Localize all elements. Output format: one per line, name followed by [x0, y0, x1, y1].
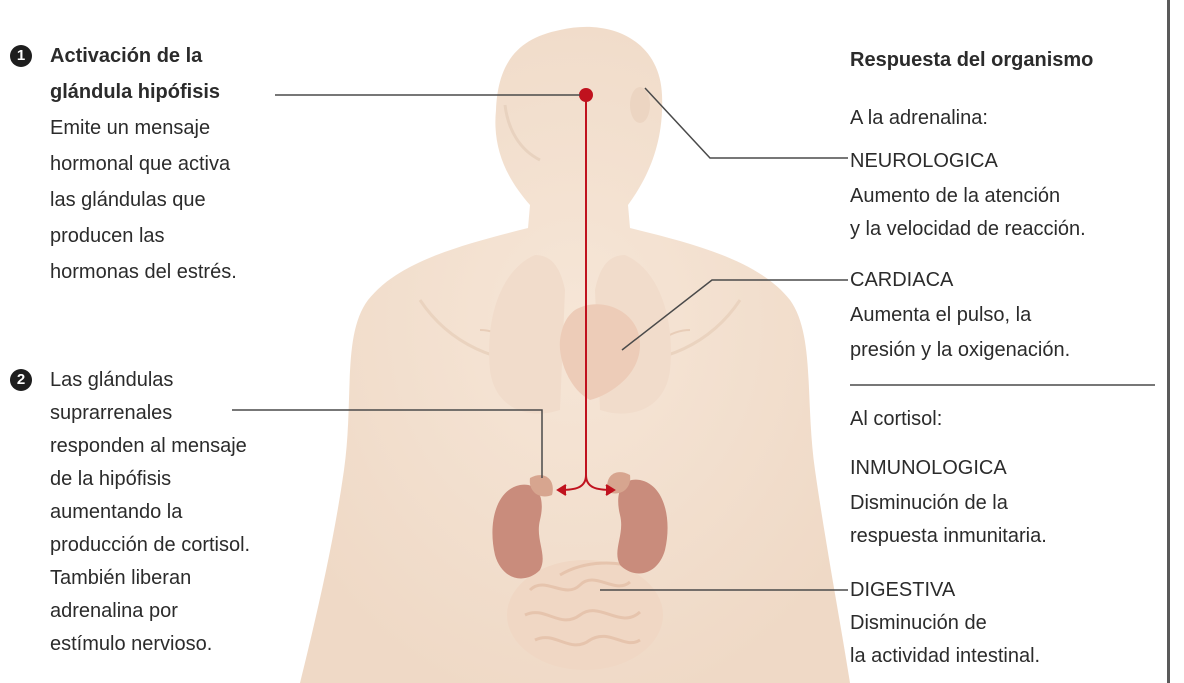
cardiac-line1: Aumenta el pulso, la — [850, 299, 1031, 331]
neuro-label: NEUROLOGICA — [850, 145, 998, 177]
neuro-line1: Aumento de la atención — [850, 180, 1060, 212]
step2-badge: 2 — [10, 369, 32, 391]
cardiac-label: CARDIACA — [850, 264, 953, 296]
adrenaline-heading: A la adrenalina: — [850, 102, 988, 134]
step1-body-line1: Emite un mensaje — [50, 112, 210, 144]
step1-title-line1: Activación de la — [50, 40, 202, 72]
cardiac-line2: presión y la oxigenación. — [850, 334, 1070, 366]
step1-body-line2: hormonal que activa — [50, 148, 230, 180]
step2-line3: responden al mensaje — [50, 430, 247, 462]
step2-line9: estímulo nervioso. — [50, 628, 212, 660]
neuro-line2: y la velocidad de reacción. — [850, 213, 1086, 245]
right-border — [1167, 0, 1170, 683]
immuno-line2: respuesta inmunitaria. — [850, 520, 1047, 552]
step1-badge: 1 — [10, 45, 32, 67]
immuno-line1: Disminución de la — [850, 487, 1008, 519]
step1-body-line3: las glándulas que — [50, 184, 206, 216]
step2-line7: También liberan — [50, 562, 191, 594]
step1-body-line5: hormonas del estrés. — [50, 256, 237, 288]
step2-line4: de la hipófisis — [50, 463, 171, 495]
response-title: Respuesta del organismo — [850, 44, 1093, 76]
immuno-label: INMUNOLOGICA — [850, 452, 1007, 484]
step2-line6: producción de cortisol. — [50, 529, 250, 561]
step1-body-line4: producen las — [50, 220, 165, 252]
cortisol-heading: Al cortisol: — [850, 403, 942, 435]
step2-line1: Las glándulas — [50, 364, 173, 396]
step1-title-line2: glándula hipófisis — [50, 76, 220, 108]
step2-line5: aumentando la — [50, 496, 182, 528]
step2-line8: adrenalina por — [50, 595, 178, 627]
digestive-line1: Disminución de — [850, 607, 987, 639]
pituitary-dot — [579, 88, 593, 102]
digestive-label: DIGESTIVA — [850, 574, 955, 606]
step2-line2: suprarrenales — [50, 397, 172, 429]
digestive-line2: la actividad intestinal. — [850, 640, 1040, 672]
